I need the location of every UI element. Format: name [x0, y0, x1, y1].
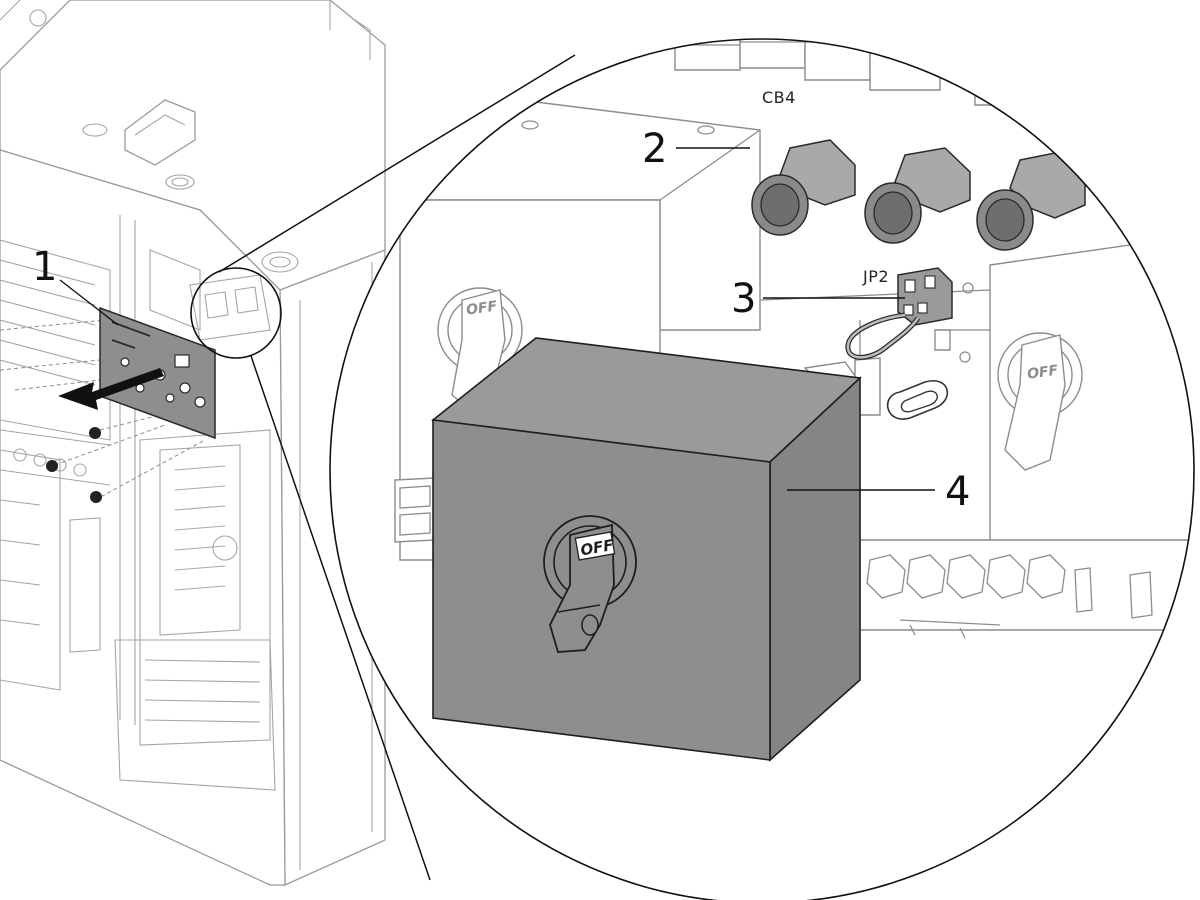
callout-3: 3	[731, 276, 756, 322]
callout-4: 4	[945, 469, 970, 515]
magnified-view: OFF OFF	[330, 39, 1194, 900]
box-switch-off-label: OFF	[579, 536, 616, 560]
cb4-label: CB4	[762, 88, 796, 107]
jumper-jp2	[845, 267, 953, 360]
left-switch-off-label: OFF	[465, 298, 498, 318]
removal-arrow-icon	[58, 368, 164, 410]
breaker-connectors	[751, 139, 1086, 251]
cover-box: OFF	[431, 337, 862, 762]
callout-2: 2	[642, 126, 667, 172]
magnifier-outline	[329, 38, 1195, 900]
mounting-screws	[46, 427, 102, 503]
right-switch-off-label: OFF	[1026, 362, 1059, 382]
callout-1: 1	[32, 244, 57, 290]
detail-marker	[190, 54, 576, 881]
cabinet-overview	[0, 0, 386, 887]
jp2-label: JP2	[862, 267, 889, 286]
callout-leaders	[59, 147, 935, 491]
